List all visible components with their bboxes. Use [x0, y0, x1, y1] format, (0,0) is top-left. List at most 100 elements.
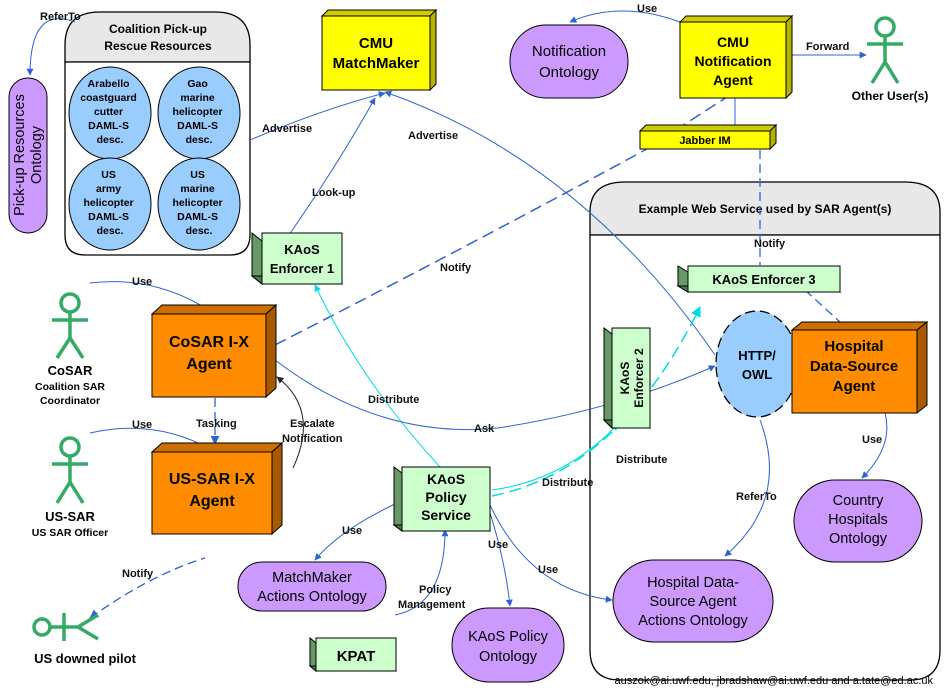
edge-use-kaos-policy — [489, 512, 513, 607]
label-distribute-3: Distribute — [616, 454, 667, 466]
hospital-agent-line3: Agent — [833, 378, 876, 395]
policy-service-line3: Service — [421, 507, 471, 523]
cosar-role-1: Coalition SAR — [35, 381, 105, 393]
label-escalate-2: Notification — [282, 433, 343, 445]
matchmaker-line2: MatchMaker — [333, 55, 420, 72]
svg-text:US marine heli: US marine helicopter DAML-S desc. — [172, 169, 225, 237]
edge-use-hospital-actions — [489, 504, 613, 603]
mm-actions-line2: Actions Ontology — [257, 589, 367, 605]
edge-use-matchmaker-actions — [314, 503, 396, 561]
hospital-actions-line3: Actions Ontology — [638, 613, 748, 629]
cosar-agent-line2: Agent — [186, 356, 232, 373]
edge-refer-to-top — [26, 18, 76, 76]
label-distribute-2: Distribute — [542, 477, 593, 489]
mm-actions-line1: MatchMaker — [272, 570, 352, 586]
label-advertise-2: Advertise — [408, 130, 458, 142]
label-use-country: Use — [862, 434, 882, 446]
label-distribute-1: Distribute — [368, 394, 419, 406]
policy-service-line1: KAoS — [427, 471, 465, 487]
edge-enforcer3-agent — [804, 289, 841, 323]
edge-distribute-1 — [314, 284, 441, 468]
kpat[interactable]: KPAT — [308, 636, 398, 673]
http-owl[interactable]: HTTP/ OWL — [715, 310, 799, 418]
label-policy-2: Management — [398, 599, 466, 611]
edge-use-cosar — [89, 281, 213, 313]
enforcer2-line2: Enforcer 2 — [632, 348, 646, 408]
label-use-cosar: Use — [132, 276, 152, 288]
label-refer-to-hospital: ReferTo — [736, 491, 777, 503]
enforcer2-line1: KAoS — [618, 362, 632, 395]
http-owl-line2: OWL — [742, 367, 772, 382]
notification-agent-line3: Agent — [713, 72, 753, 88]
label-use-ussar: Use — [132, 419, 152, 431]
policy-service-line2: Policy — [425, 489, 466, 505]
label-ask: Ask — [474, 423, 495, 435]
edge-ask — [274, 359, 716, 431]
jabber-label: Jabber IM — [679, 135, 730, 147]
resource-us-marine[interactable]: US marine helicopter DAML-S desc. — [157, 157, 241, 251]
label-notify-pilot: Notify — [122, 568, 154, 580]
label-use-notification: Use — [637, 3, 657, 15]
edge-advertise-1 — [249, 91, 386, 141]
resource-arabello[interactable]: Arabello coastguard cutter DAML-S desc. — [68, 66, 152, 160]
edge-use-notification — [569, 10, 681, 23]
downed-pilot-label: US downed pilot — [34, 651, 136, 666]
ussar-ix-agent[interactable]: US-SAR I-X Agent — [150, 441, 284, 536]
country-line3: Ontology — [829, 531, 888, 547]
coalition-title-1: Coalition Pick-up — [109, 22, 207, 36]
cosar-ix-agent[interactable]: CoSAR I-X Agent — [150, 303, 278, 399]
kaos-enforcer-1[interactable]: KAoS Enforcer 1 — [250, 231, 344, 286]
kaos-enforcer-3[interactable]: KAoS Enforcer 3 — [676, 265, 842, 293]
label-notify-cosar: Notify — [440, 262, 472, 274]
label-tasking: Tasking — [196, 418, 237, 430]
country-line1: Country — [833, 493, 885, 509]
ussar-agent-line2: Agent — [189, 493, 235, 510]
label-use-kaos-policy: Use — [488, 539, 508, 551]
ussar-figure[interactable] — [52, 436, 88, 504]
kaos-policy-ontology[interactable]: KAoS Policy Ontology — [451, 607, 565, 683]
resource-gao[interactable]: Gao marine helicopter DAML-S desc. — [157, 66, 241, 160]
web-service-title: Example Web Service used by SAR Agent(s) — [639, 202, 892, 216]
matchmaker-line1: CMU — [359, 35, 393, 52]
jabber-im[interactable]: Jabber IM — [638, 123, 778, 151]
edge-labels: ReferTo Advertise Advertise Look-up Use … — [40, 3, 882, 611]
ussar-name: US-SAR — [45, 509, 95, 524]
enforcer3-label: KAoS Enforcer 3 — [712, 272, 815, 287]
hospital-actions-line1: Hospital Data- — [647, 575, 739, 591]
other-users-label: Other User(s) — [852, 89, 929, 103]
kaos-policy-service[interactable]: KAoS Policy Service — [392, 466, 492, 532]
kaos-enforcer-2[interactable]: KAoS Enforcer 2 — [602, 327, 652, 430]
cmu-notification-agent[interactable]: CMU Notification Agent — [678, 14, 794, 100]
cosar-figure[interactable] — [52, 292, 88, 359]
edge-distribute-3 — [491, 306, 701, 497]
label-escalate-1: Escalate — [290, 418, 335, 430]
edge-notify-pilot — [89, 557, 206, 619]
other-users-figure[interactable] — [867, 16, 903, 84]
notification-ontology[interactable]: Notification Ontology — [509, 24, 629, 99]
country-hospitals-ontology[interactable]: Country Hospitals Ontology — [793, 479, 923, 563]
edge-distribute-2 — [491, 423, 619, 491]
resource-us-army[interactable]: US army helicopter DAML-S desc. — [68, 157, 152, 251]
edge-refer-to-hospital — [724, 419, 770, 557]
label-refer-to-top: ReferTo — [40, 11, 81, 23]
edge-advertise-2 — [384, 90, 716, 356]
downed-pilot-figure[interactable] — [32, 613, 99, 641]
edge-escalate — [276, 376, 304, 469]
matchmaker-actions-ontology[interactable]: MatchMaker Actions Ontology — [237, 561, 387, 612]
pickup-ontology-line2: Ontology — [29, 125, 45, 184]
svg-text:Gao marine hel: Gao marine helicopter DAML-S desc. — [172, 78, 225, 146]
hospital-data-source-agent[interactable]: Hospital Data-Source Agent — [790, 320, 929, 415]
cmu-matchmaker[interactable]: CMU MatchMaker — [320, 8, 438, 92]
label-use-mm-actions: Use — [342, 525, 362, 537]
hospital-actions-ontology[interactable]: Hospital Data- Source Agent Actions Onto… — [612, 559, 774, 643]
enforcer1-line1: KAoS — [284, 242, 320, 257]
label-advertise-1: Advertise — [262, 123, 312, 135]
label-lookup: Look-up — [312, 187, 356, 199]
notification-agent-line2: Notification — [695, 53, 772, 69]
pickup-resources-ontology[interactable]: Pick-up Resources Ontology — [8, 77, 48, 234]
label-policy-1: Policy — [419, 584, 452, 596]
label-use-hospital-actions: Use — [538, 564, 558, 576]
svg-text:Arabello coastguard: Arabello coastguard cutter DAML-S desc. — [80, 78, 140, 146]
cosar-role-2: Coordinator — [40, 395, 100, 407]
